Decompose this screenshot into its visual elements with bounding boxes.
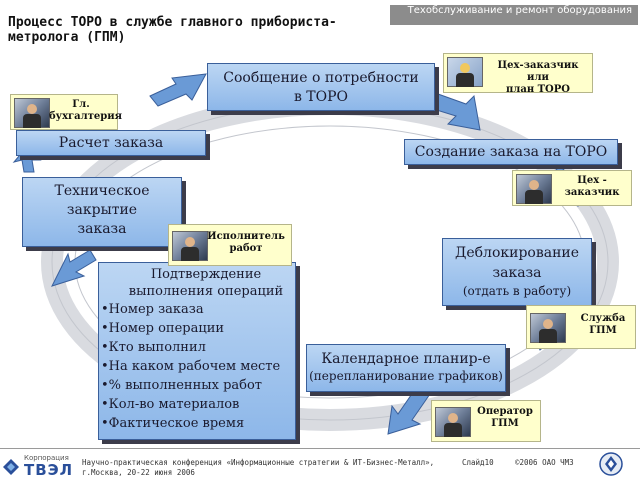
- role-service-line1: Служба: [580, 313, 626, 324]
- role-customer-line2: план ТОРО: [505, 84, 571, 95]
- role-accounting-line2: бухгалтерия: [49, 111, 123, 122]
- step-unblock-line1: Деблокирование: [454, 245, 580, 261]
- step-confirm-head2: выполнения операций: [128, 284, 284, 299]
- step-create-order: Создание заказа на ТОРО: [404, 139, 618, 165]
- step-calendar: Календарное планир-е (перепланирование г…: [306, 344, 506, 392]
- ws-icon: [599, 452, 623, 476]
- step-confirm: Подтверждение выполнения операций Номер …: [98, 262, 296, 440]
- worker-photo-icon: [172, 231, 208, 261]
- list-item: Номер операции: [101, 319, 291, 338]
- list-item: Кто выполнил: [101, 338, 291, 357]
- role-operator: Оператор ГПМ: [431, 400, 541, 442]
- list-item: Кол-во материалов: [101, 395, 291, 414]
- footer-divider: [0, 448, 640, 449]
- list-item: % выполненных работ: [101, 376, 291, 395]
- step-tech-close-line1: Техническое: [54, 183, 150, 199]
- role-executor-line2: работ: [229, 243, 263, 254]
- role-shop-line1: Цех -: [577, 175, 607, 186]
- worker-photo-icon: [14, 98, 50, 128]
- role-operator-line1: Оператор: [477, 406, 533, 417]
- list-item: На каком рабочем месте: [101, 357, 291, 376]
- role-customer: Цех-заказчик или план ТОРО: [443, 53, 593, 96]
- slide-number: Слайд10: [462, 458, 494, 467]
- role-executor-label: Исполнитель работ: [205, 231, 287, 255]
- step-calendar-line1: Календарное планир-е: [321, 351, 491, 367]
- step-tech-close-line3: заказа: [77, 221, 127, 237]
- step-calendar-sub: (перепланирование графиков): [309, 369, 503, 383]
- role-accounting-line1: Гл.: [72, 99, 90, 110]
- step-calc: Расчет заказа: [16, 130, 206, 156]
- conference-line1: Научно-практическая конференция «Информа…: [82, 458, 435, 467]
- step-tech-close: Техническое закрытие заказа: [22, 177, 182, 247]
- arrow-icon: [387, 387, 431, 435]
- conference-line2: г.Москва, 20-22 июня 2006: [82, 468, 195, 477]
- page-title: Процесс ТОРО в службе главного приборист…: [8, 15, 337, 45]
- list-item: Фактическое время: [101, 414, 291, 433]
- role-shop-label: Цех - заказчик: [557, 175, 627, 199]
- copyright: ©2006 ОАО ЧМЗ: [515, 458, 574, 467]
- step-confirm-head1: Подтверждение: [150, 267, 262, 282]
- step-request-line1: Сообщение о потребности: [223, 70, 419, 86]
- role-executor-line1: Исполнитель: [207, 231, 285, 242]
- role-executor: Исполнитель работ: [168, 224, 292, 266]
- role-operator-label: Оператор ГПМ: [474, 406, 536, 430]
- arrow-icon: [149, 73, 207, 107]
- company-logo: Корпорация ТВЭЛ: [2, 454, 82, 479]
- step-request-line2: в ТОРО: [293, 89, 349, 105]
- role-accounting-label: Гл. бухгалтерия: [49, 99, 123, 123]
- role-shop-line2: заказчик: [564, 187, 620, 198]
- role-accounting: Гл. бухгалтерия: [10, 94, 123, 130]
- logo-caption: Корпорация: [24, 454, 69, 462]
- role-service: Служба ГПМ: [526, 305, 636, 349]
- worker-photo-icon: [530, 313, 566, 343]
- confirm-list: Номер заказа Номер операции Кто выполнил…: [101, 300, 291, 433]
- step-unblock: Деблокирование заказа (отдать в работу): [442, 238, 592, 306]
- worker-photo-icon: [516, 174, 552, 204]
- role-shop: Цех - заказчик: [512, 170, 632, 206]
- step-unblock-sub: (отдать в работу): [462, 284, 572, 298]
- role-customer-line1: Цех-заказчик или: [497, 60, 579, 83]
- role-service-label: Служба ГПМ: [575, 313, 631, 337]
- section-header: Техобслуживание и ремонт оборудования: [390, 5, 638, 25]
- worker-photo-icon: [435, 407, 471, 437]
- role-operator-line2: ГПМ: [491, 418, 519, 429]
- worker-photo-icon: [447, 57, 483, 87]
- step-request: Сообщение о потребности в ТОРО: [207, 63, 435, 111]
- arrow-icon: [51, 249, 97, 287]
- list-item: Номер заказа: [101, 300, 291, 319]
- logo-wordmark: ТВЭЛ: [24, 461, 74, 479]
- conference-info: Научно-практическая конференция «Информа…: [82, 458, 462, 478]
- company-logo-icon: [3, 459, 19, 475]
- step-unblock-line2: заказа: [492, 265, 542, 281]
- role-customer-label: Цех-заказчик или план ТОРО: [488, 60, 588, 96]
- step-tech-close-line2: закрытие: [66, 202, 138, 218]
- role-service-line2: ГПМ: [589, 325, 617, 336]
